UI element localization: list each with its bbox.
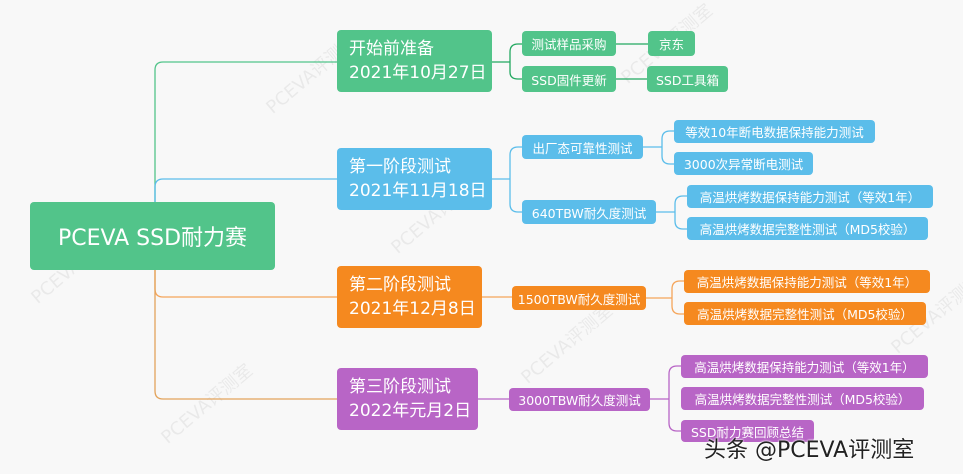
node-sample-purchase[interactable]: 测试样品采购 [522, 31, 616, 56]
branch-title: 第一阶段测试 [349, 157, 451, 177]
node-3000tbw[interactable]: 3000TBW耐久度测试 [509, 388, 650, 411]
leaf-item[interactable]: SSD耐力赛回顾总结 [681, 420, 814, 442]
branch-title: 第二阶段测试 [349, 275, 451, 295]
leaf-item[interactable]: 高温烘烤数据保持能力测试（等效1年） [681, 355, 928, 378]
leaf-item[interactable]: 高温烘烤数据完整性测试（MD5校验） [684, 302, 926, 325]
node-factory-reliability[interactable]: 出厂态可靠性测试 [522, 135, 643, 159]
root-node[interactable]: PCEVA SSD耐力赛 [30, 202, 275, 270]
branch-title: 开始前准备 [349, 39, 434, 59]
node-640tbw[interactable]: 640TBW耐久度测试 [522, 200, 656, 224]
branch-date: 2021年12月8日 [349, 299, 476, 319]
branch-stage3[interactable]: 第三阶段测试 2022年元月2日 [337, 368, 478, 430]
leaf-item[interactable]: 高温烘烤数据保持能力测试（等效1年） [687, 185, 933, 208]
leaf-item[interactable]: 3000次异常断电测试 [674, 152, 813, 175]
branch-date: 2021年10月27日 [349, 63, 487, 83]
leaf-item[interactable]: 高温烘烤数据保持能力测试（等效1年） [684, 270, 930, 293]
leaf-item[interactable]: 高温烘烤数据完整性测试（MD5校验） [687, 217, 928, 240]
branch-prep[interactable]: 开始前准备 2021年10月27日 [337, 30, 492, 92]
branch-stage2[interactable]: 第二阶段测试 2021年12月8日 [337, 266, 482, 328]
footer-watermark: 头条 @PCEVA评测室 [704, 438, 915, 463]
branch-date: 2022年元月2日 [349, 401, 472, 421]
leaf-item[interactable]: 等效10年断电数据保持能力测试 [674, 120, 875, 143]
node-firmware-update[interactable]: SSD固件更新 [522, 66, 616, 92]
node-1500tbw[interactable]: 1500TBW耐久度测试 [512, 286, 646, 310]
leaf-ssd-toolbox[interactable]: SSD工具箱 [647, 66, 728, 92]
leaf-jd[interactable]: 京东 [648, 31, 695, 56]
branch-stage1[interactable]: 第一阶段测试 2021年11月18日 [337, 148, 492, 210]
branch-title: 第三阶段测试 [349, 377, 451, 397]
leaf-item[interactable]: 高温烘烤数据完整性测试（MD5校验） [681, 387, 924, 410]
branch-date: 2021年11月18日 [349, 181, 487, 201]
